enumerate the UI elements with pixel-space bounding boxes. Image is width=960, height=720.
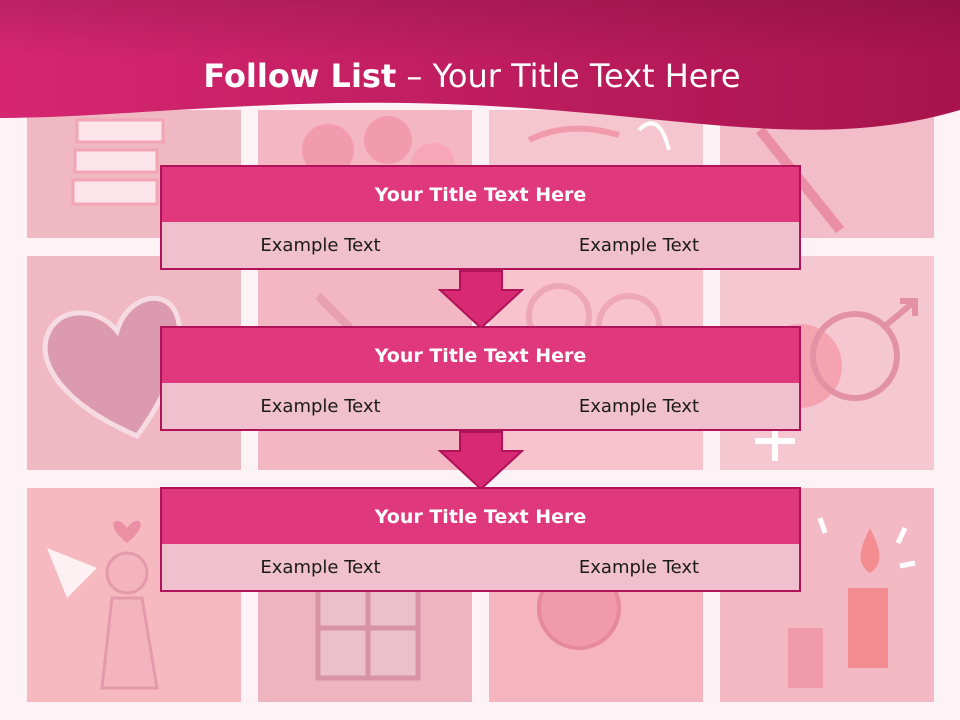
block-right-text: Example Text <box>479 544 801 592</box>
angel-icon <box>47 520 159 690</box>
cake-icon <box>71 118 165 206</box>
candles-icon <box>788 517 916 688</box>
slide-title-bold: Follow List <box>203 57 397 95</box>
block-title: Your Title Text Here <box>160 487 801 546</box>
block-right-text: Example Text <box>479 383 801 431</box>
block-title: Your Title Text Here <box>160 326 801 385</box>
block-left-text: Example Text <box>160 222 481 270</box>
block-title: Your Title Text Here <box>160 165 801 224</box>
block-left-text: Example Text <box>160 544 481 592</box>
shopping-bag-icon <box>527 121 671 151</box>
bg-tile-candles <box>720 488 934 702</box>
slide-title-rest: – Your Title Text Here <box>396 57 741 95</box>
down-arrow-icon <box>438 431 524 491</box>
header-wave <box>0 0 960 130</box>
down-arrow-icon <box>438 270 524 330</box>
slide-title: Follow List – Your Title Text Here <box>0 56 944 96</box>
block-left-text: Example Text <box>160 383 481 431</box>
present-icon <box>315 575 421 681</box>
block-right-text: Example Text <box>479 222 801 270</box>
header-band: Follow List – Your Title Text Here <box>0 0 960 140</box>
